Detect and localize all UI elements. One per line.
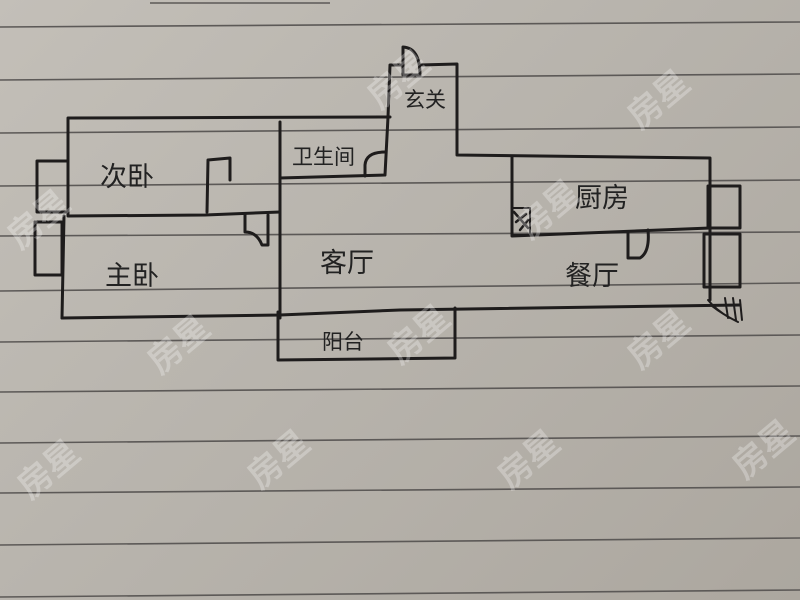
label-kitchen: 厨房 bbox=[575, 183, 629, 214]
bathroom-door-icon bbox=[363, 150, 387, 178]
label-entrance: 玄关 bbox=[404, 88, 446, 112]
watermark: 房星 bbox=[10, 433, 88, 507]
watermark: 房星 bbox=[140, 308, 218, 382]
watermark: 房星 bbox=[490, 423, 568, 497]
room-labels: 次卧 主卧 卫生间 玄关 客厅 阳台 厨房 餐厅 bbox=[100, 88, 629, 354]
watermark: 房星 bbox=[620, 303, 698, 377]
kitchen-stove-marks bbox=[512, 210, 530, 232]
watermark: 房星 bbox=[240, 423, 318, 497]
balcony-walls bbox=[276, 306, 457, 362]
south-wall bbox=[60, 303, 742, 320]
label-dining-room: 餐厅 bbox=[565, 261, 619, 292]
entrance-door-icon bbox=[401, 45, 422, 77]
master-bedroom-closet bbox=[33, 220, 64, 277]
label-second-bedroom: 次卧 bbox=[100, 162, 154, 193]
kitchen-window-box bbox=[706, 184, 742, 230]
label-master-bedroom: 主卧 bbox=[105, 261, 159, 292]
bedroom-door-icon bbox=[205, 156, 232, 214]
dining-door-icon bbox=[626, 228, 650, 260]
label-bathroom: 卫生间 bbox=[292, 145, 355, 169]
kitchen-stove bbox=[511, 207, 531, 236]
bathroom-walls bbox=[278, 62, 712, 320]
watermark: 房星 bbox=[725, 413, 800, 487]
living-door-icon bbox=[243, 213, 270, 247]
dining-window-box bbox=[702, 232, 742, 289]
label-living-room: 客厅 bbox=[320, 248, 374, 279]
watermark: 房星 bbox=[0, 183, 78, 257]
label-balcony: 阳台 bbox=[322, 330, 364, 354]
plant-icon bbox=[707, 297, 743, 323]
watermark: 房星 bbox=[620, 63, 698, 137]
walls bbox=[33, 45, 743, 362]
second-bedroom-closet bbox=[35, 159, 70, 214]
